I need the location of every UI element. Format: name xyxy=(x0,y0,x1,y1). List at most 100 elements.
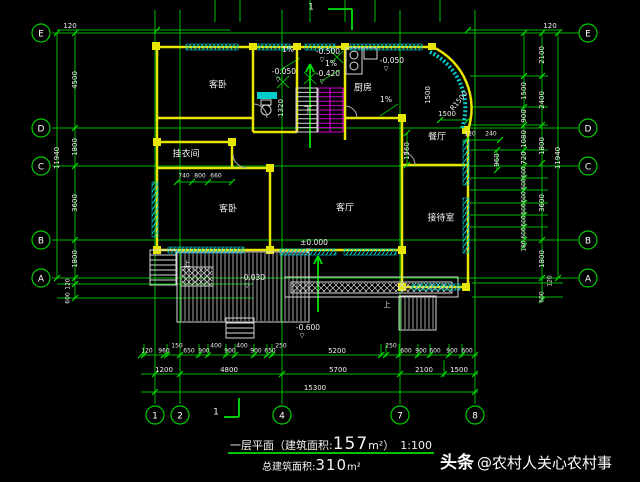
drawing-line xyxy=(309,63,315,73)
wall-column xyxy=(266,164,274,172)
elevation-label: -0.050 xyxy=(380,56,404,65)
section-mark-label: 1 xyxy=(308,3,314,13)
dim-label: 4500 xyxy=(71,71,79,89)
dim-label: 900 xyxy=(250,348,262,355)
dim-label: 1500 xyxy=(450,366,468,374)
axis-bubble-label: B xyxy=(585,237,591,247)
elevation-triangle: ▽ xyxy=(276,77,281,84)
dim-label: 1500 xyxy=(438,110,456,118)
elevation-triangle: ▽ xyxy=(300,333,305,340)
dim-tick xyxy=(250,351,258,359)
dim-tick xyxy=(440,370,448,378)
drawing-line xyxy=(319,69,341,83)
dim-tick xyxy=(554,274,562,282)
dim-label: 600 xyxy=(521,166,528,178)
dim-tick xyxy=(176,351,184,359)
wall-column xyxy=(228,138,236,146)
window-hatch xyxy=(257,43,291,51)
dim-tick xyxy=(176,370,184,378)
dim-tick xyxy=(188,178,196,186)
dim-tick xyxy=(426,351,434,359)
window-hatch xyxy=(349,43,423,51)
dim-label: 400 xyxy=(236,343,248,350)
dim-tick xyxy=(520,186,528,194)
wall-column xyxy=(153,138,161,146)
dim-label: 900 xyxy=(224,348,236,355)
room-label: 挂衣间 xyxy=(172,148,199,160)
dim-label: 900 xyxy=(446,348,458,355)
planter-hatch xyxy=(292,283,451,292)
room-label: 客厅 xyxy=(336,202,354,214)
dim-tick xyxy=(520,103,528,111)
dim-label: 600 xyxy=(461,348,473,355)
door-swing-arc xyxy=(344,105,358,119)
elevation-triangle: ▽ xyxy=(306,248,311,255)
axis-bubble xyxy=(390,405,410,425)
dim-label: 900 xyxy=(520,109,528,122)
dim-label: 900 xyxy=(198,348,210,355)
axis-bubble-label: 7 xyxy=(397,412,403,422)
dim-label: 600 xyxy=(521,227,528,239)
axis-bubble-label: B xyxy=(38,237,44,247)
window-hatch xyxy=(151,181,159,238)
dim-tick xyxy=(520,162,528,170)
dim-label: 5200 xyxy=(328,347,346,355)
axis-bubble-label: D xyxy=(38,125,45,135)
axis-bubble xyxy=(578,118,598,138)
fixture-outline xyxy=(398,295,437,331)
axis-bubble-label: E xyxy=(585,30,591,40)
drawing-title: 一层平面（建筑面积:157m²）1:100 xyxy=(230,434,432,454)
wall-column xyxy=(249,43,257,50)
dim-label: R1500 xyxy=(449,90,470,113)
dim-label: 250 xyxy=(275,343,287,350)
dim-label: 960 xyxy=(493,153,501,166)
axis-bubble xyxy=(145,405,165,425)
fixture-circle xyxy=(349,61,359,71)
dim-tick xyxy=(520,223,528,231)
dim-tick xyxy=(464,26,472,34)
dim-tick xyxy=(414,351,422,359)
dim-label: 600 xyxy=(429,348,441,355)
dim-tick xyxy=(71,274,79,282)
elevation-label: -0.600 xyxy=(296,323,320,332)
wall-column xyxy=(293,43,301,50)
dim-tick xyxy=(520,211,528,219)
room-label: 餐厅 xyxy=(428,131,446,143)
axis-bubble-label: A xyxy=(585,275,592,285)
axis-bubble-label: 2 xyxy=(177,412,183,422)
dim-tick xyxy=(71,294,79,302)
dim-tick xyxy=(228,178,236,186)
dim-tick xyxy=(445,351,453,359)
window-hatch xyxy=(343,248,397,256)
elevation-label: -0.500 xyxy=(316,47,340,56)
dim-tick xyxy=(195,351,203,359)
axis-bubble xyxy=(31,23,51,43)
wall-column xyxy=(398,246,406,254)
dim-label: 250 xyxy=(385,343,397,350)
axis-bubble xyxy=(31,230,51,250)
fixture-circle xyxy=(349,50,359,60)
dim-tick xyxy=(53,274,61,282)
dim-label: 2100 xyxy=(538,46,546,64)
axis-bubble xyxy=(31,118,51,138)
dim-label: 1800 xyxy=(538,137,546,155)
dim-tick xyxy=(538,236,546,244)
drawing-line xyxy=(330,50,344,64)
wall-column xyxy=(266,246,274,254)
watermark-handle: @农村人关心农村事 xyxy=(477,454,613,472)
axis-bubble xyxy=(578,156,598,176)
window-hatch xyxy=(279,248,337,256)
window-hatch xyxy=(411,283,461,291)
axis-bubble xyxy=(31,268,51,288)
axis-bubble xyxy=(578,23,598,43)
axis-bubble-label: C xyxy=(585,163,591,173)
elevation-label: ±0.000 xyxy=(300,238,328,247)
terrace-hatch xyxy=(400,297,435,329)
dim-label: 120 xyxy=(543,22,556,30)
dim-label: 3600 xyxy=(538,194,546,212)
door-swing-arc xyxy=(401,151,416,166)
elevation-triangle: ▽ xyxy=(384,66,389,73)
dim-label: 120 xyxy=(141,348,153,355)
dim-label: 600 xyxy=(521,178,528,190)
